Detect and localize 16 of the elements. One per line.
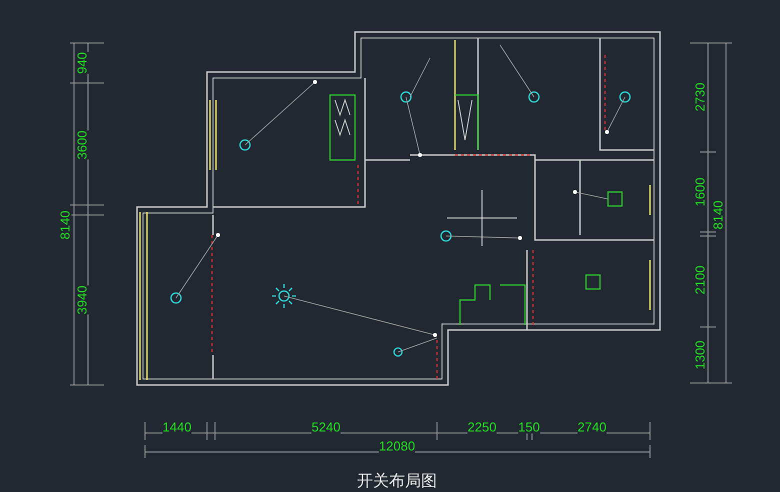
dimension-value: 2730	[694, 82, 706, 112]
dimension-value: 1300	[694, 340, 706, 370]
dimension-value: 940	[76, 52, 88, 74]
dimension-value: 5240	[312, 420, 340, 434]
dimension-value: 12080	[378, 440, 416, 452]
dimension-value: 1440	[162, 420, 192, 434]
dimension-value: 3940	[76, 286, 88, 314]
dimension-value: 2250	[468, 420, 496, 434]
dimension-value: 8140	[712, 200, 724, 230]
dimension-value: 1600	[694, 178, 706, 206]
drawing-caption: 开关布局图	[357, 473, 437, 489]
dimension-value: 150	[518, 420, 540, 434]
dimension-value: 2740	[578, 420, 606, 434]
dimension-value: 8140	[58, 210, 72, 240]
dimension-value: 2100	[694, 266, 706, 294]
dimension-value: 3600	[76, 130, 88, 160]
